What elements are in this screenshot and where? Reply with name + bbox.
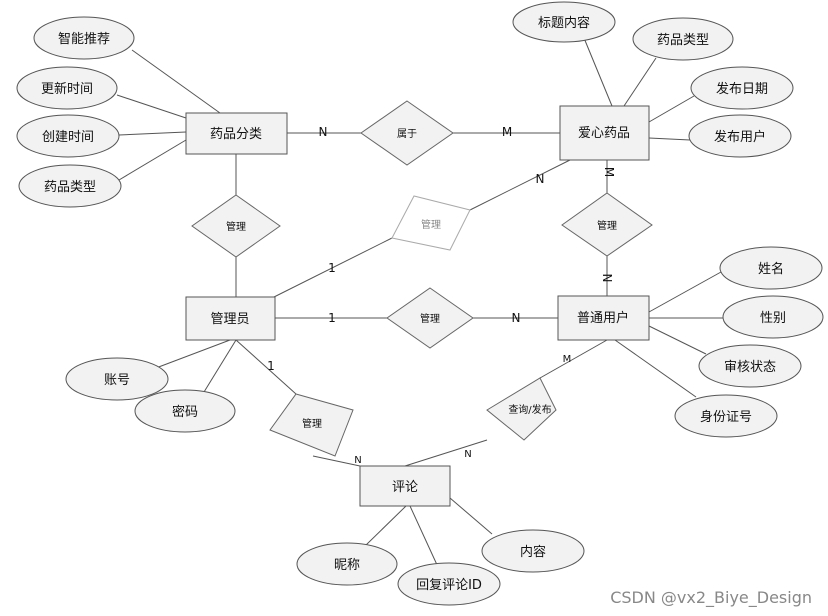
- relation-query-publish-label: 查询/发布: [508, 403, 551, 416]
- relation-manage-user-admin: 管理: [386, 287, 474, 349]
- attr-admin-0: 账号: [104, 373, 130, 388]
- edge-comment-attr-3: [449, 497, 493, 535]
- edges: [116, 37, 724, 568]
- card-admin-medicine: 1: [328, 261, 336, 275]
- edge-comment-attr-2: [409, 505, 439, 568]
- edge-medicine-attr-1: [583, 37, 613, 107]
- relation-manage-category-label: 管理: [226, 220, 246, 233]
- card-medicine-admin: N: [536, 172, 545, 186]
- card-comment-admin: N: [354, 455, 361, 466]
- relation-manage-comment: 管理: [269, 393, 354, 457]
- relation-manage-user-medicine: 管理: [561, 192, 653, 257]
- attr-user-2: 审核状态: [724, 360, 776, 375]
- entity-medicine: 爱心药品: [559, 105, 650, 161]
- entities: 药品分类 爱心药品 管理员 普通用户 评论: [185, 105, 650, 507]
- edge-user-attr-4: [614, 339, 697, 398]
- edge-admin-manage-comment: [235, 339, 297, 395]
- entity-user-label: 普通用户: [577, 310, 629, 326]
- card-user-comment: M: [563, 354, 572, 365]
- relation-manage-medicine-label: 管理: [421, 218, 441, 231]
- card-user-admin: N: [512, 311, 521, 325]
- relation-belongs-label: 属于: [397, 128, 417, 140]
- edge-user-query: [539, 339, 608, 379]
- relation-manage-category: 管理: [191, 194, 281, 258]
- edge-medicine-attr-3: [648, 95, 695, 123]
- edge-medicine-attr-4: [648, 137, 691, 141]
- cardinality-labels: N M 1 N M N 1 N 1 N M N: [267, 125, 616, 466]
- attr-medicine-2: 发布日期: [716, 81, 768, 97]
- relation-manage-user-admin-label: 管理: [420, 312, 440, 325]
- attr-medicine-1: 药品类型: [657, 33, 709, 48]
- edge-manage-comment: [312, 455, 361, 467]
- attr-medicine-0: 标题内容: [538, 15, 590, 31]
- edge-manage-medicine: [469, 159, 571, 211]
- attr-category-3: 药品类型: [44, 180, 96, 195]
- attr-category-0: 智能推荐: [58, 32, 110, 47]
- attr-user-3: 身份证号: [700, 409, 752, 425]
- card-category-belongs: N: [319, 125, 328, 139]
- card-belongs-medicine: M: [502, 125, 512, 139]
- edge-category-attr-3: [118, 131, 187, 136]
- attributes: 智能推荐 更新时间 创建时间 药品类型 标题内容 药品类型 发布日期 发布用户 …: [16, 1, 824, 606]
- edge-comment-attr-1: [365, 505, 407, 546]
- edge-query-comment: [404, 439, 488, 467]
- entity-admin-label: 管理员: [210, 312, 249, 327]
- card-medicine-user: M: [602, 167, 616, 177]
- card-comment-user: N: [464, 449, 471, 460]
- entity-comment-label: 评论: [392, 480, 418, 495]
- card-admin-user: 1: [328, 311, 336, 325]
- relation-query-publish: 查询/发布: [486, 377, 557, 441]
- attr-category-2: 创建时间: [42, 130, 94, 145]
- attr-medicine-3: 发布用户: [714, 129, 766, 145]
- relationships: 属于 管理 管理 管理 管理 管理 查询/发布: [191, 100, 653, 457]
- watermark: CSDN @vx2_Biye_Design: [610, 588, 812, 608]
- entity-admin: 管理员: [185, 296, 276, 341]
- edge-category-attr-4: [118, 139, 187, 181]
- entity-category: 药品分类: [185, 112, 288, 155]
- entity-comment: 评论: [359, 465, 451, 507]
- card-admin-comment: 1: [267, 359, 275, 373]
- edge-user-attr-1: [648, 271, 722, 313]
- attr-user-1: 性别: [760, 311, 786, 326]
- attr-category-1: 更新时间: [41, 81, 93, 97]
- edge-category-attr-2: [116, 94, 187, 119]
- edge-category-attr-1: [131, 49, 221, 114]
- edge-medicine-attr-2: [623, 57, 657, 107]
- edge-admin-attr-2: [203, 339, 237, 393]
- entity-medicine-label: 爱心药品: [578, 126, 630, 141]
- card-user-medicine: N: [600, 274, 614, 283]
- edge-user-attr-3: [648, 325, 707, 355]
- attr-user-0: 姓名: [758, 261, 784, 277]
- edge-admin-attr-1: [155, 339, 231, 369]
- relation-manage-user-medicine-label: 管理: [597, 219, 617, 232]
- relation-manage-comment-label: 管理: [302, 417, 322, 430]
- attr-admin-1: 密码: [172, 404, 198, 420]
- relation-belongs: 属于: [360, 100, 454, 166]
- relation-manage-medicine: 管理: [391, 195, 471, 251]
- entity-user: 普通用户: [557, 295, 650, 341]
- attr-comment-1: 回复评论ID: [416, 578, 482, 593]
- edge-admin-manage-medicine: [273, 237, 393, 298]
- attr-comment-0: 昵称: [334, 558, 360, 573]
- entity-category-label: 药品分类: [210, 127, 262, 142]
- attr-comment-2: 内容: [520, 544, 546, 560]
